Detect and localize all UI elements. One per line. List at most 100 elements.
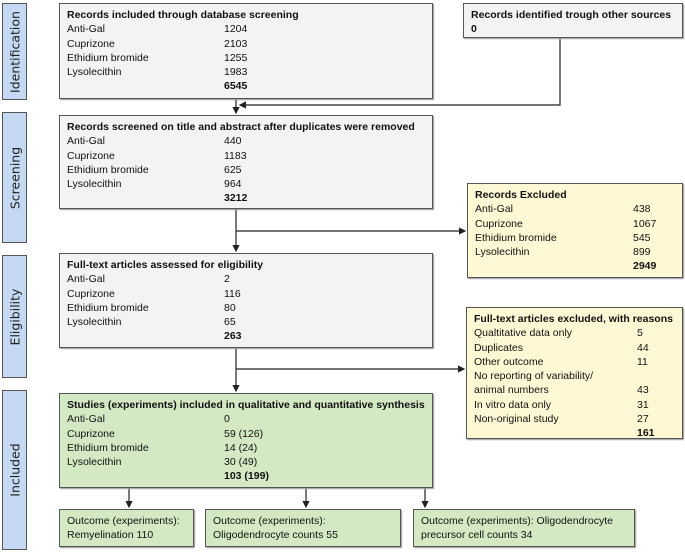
row-value: 1183 [224, 149, 247, 162]
outcome-line: Remyelination 110 [67, 529, 154, 542]
row-label: Lysolecithin [475, 246, 530, 259]
row-value: 65 [224, 316, 236, 329]
outcome-remyelination: Outcome (experiments): Remyelination 110 [59, 509, 194, 547]
data-row: Lysolecithin 964 [67, 177, 425, 191]
row-value: 625 [224, 163, 242, 176]
data-row: Ethidium bromide 1255 [67, 51, 425, 65]
row-value: 1983 [224, 66, 248, 79]
data-row: Ethidium bromide 80 [67, 301, 425, 315]
outcome-line: Outcome (experiments): [213, 515, 326, 527]
row-value: 5 [637, 327, 643, 340]
total-row: 2949 [475, 259, 675, 273]
outcome-line: Oligodendrocyte counts 55 [213, 529, 338, 542]
row-label: Lysolecithin [67, 456, 122, 469]
row-label: Ethidium bromide [67, 163, 149, 176]
data-row: In vitro data only 31 [474, 398, 675, 412]
data-row: Lysolecithin 65 [67, 315, 425, 329]
row-value: 2 [224, 273, 230, 286]
box-title: Records screened on title and abstract a… [67, 121, 415, 133]
data-row: Anti-Gal 1204 [67, 22, 425, 36]
row-label: Anti-Gal [67, 413, 105, 426]
row-label: Anti-Gal [67, 23, 105, 36]
total-value: 6545 [224, 80, 248, 93]
outcome-oligodendrocyte: Outcome (experiments): Oligodendrocyte c… [205, 509, 401, 547]
other-sources-title: Records identified trough other sources [471, 9, 672, 21]
fulltext-excluded-box: Full-text articles excluded, with reason… [466, 307, 683, 439]
row-label: Cuprizone [475, 217, 523, 230]
data-row: animal numbers 43 [474, 383, 675, 397]
stage-identification: Identification [2, 3, 27, 100]
row-label: Ethidium bromide [475, 231, 557, 244]
row-label: Cuprizone [67, 427, 115, 440]
row-label: Cuprizone [67, 149, 115, 162]
total-value: 3212 [224, 192, 248, 205]
row-label: Lysolecithin [67, 66, 122, 79]
row-value: 1204 [224, 23, 248, 36]
row-label: Duplicates [474, 341, 524, 354]
outcome-opc: Outcome (experiments): Oligodendrocyte p… [413, 509, 635, 547]
outcome-line: Outcome (experiments): Oligodendrocyte [421, 515, 613, 527]
row-label: Lysolecithin [67, 316, 122, 329]
row-label: In vitro data only [474, 398, 552, 411]
row-label: Lysolecithin [67, 178, 122, 191]
total-row: 263 [67, 329, 425, 343]
total-value: 263 [224, 330, 242, 343]
data-row: Lysolecithin 899 [475, 245, 675, 259]
row-label: Qualtitative data only [474, 327, 573, 340]
row-value: 31 [637, 398, 649, 411]
screening-box: Records screened on title and abstract a… [59, 115, 433, 209]
row-label: Ethidium bromide [67, 51, 149, 64]
box-title: Records Excluded [475, 189, 567, 201]
total-value: 103 (199) [224, 470, 269, 483]
row-value: 43 [637, 384, 649, 397]
stage-label: Eligibility [7, 288, 22, 345]
data-row: Ethidium bromide 625 [67, 163, 425, 177]
row-label: Anti-Gal [475, 203, 513, 216]
data-row: Cuprizone 116 [67, 287, 425, 301]
row-label: Anti-Gal [67, 273, 105, 286]
other-sources-value: 0 [471, 23, 477, 36]
row-value: 440 [224, 135, 242, 148]
row-value: 545 [633, 231, 651, 244]
data-row: Anti-Gal 0 [67, 412, 425, 426]
row-value: 27 [637, 413, 649, 426]
data-row: Qualtitative data only 5 [474, 326, 675, 340]
row-label: Cuprizone [67, 37, 115, 50]
total-value: 161 [637, 427, 655, 440]
row-label: Other outcome [474, 355, 544, 368]
stage-label: Identification [7, 10, 22, 93]
other-sources-box: Records identified trough other sources … [463, 3, 683, 38]
total-value: 2949 [633, 260, 657, 273]
stage-screening: Screening [2, 112, 27, 243]
data-row: Ethidium bromide 545 [475, 231, 675, 245]
row-value: 59 (126) [224, 427, 264, 440]
row-value: 0 [224, 413, 230, 426]
data-row: Cuprizone 1183 [67, 149, 425, 163]
data-row: Anti-Gal 438 [475, 202, 675, 216]
eligibility-box: Full-text articles assessed for eligibil… [59, 253, 433, 348]
row-label: Cuprizone [67, 287, 115, 300]
row-value: 80 [224, 301, 236, 314]
row-value: 438 [633, 203, 651, 216]
row-value: 1255 [224, 51, 248, 64]
row-label: Ethidium bromide [67, 301, 149, 314]
row-value: 116 [224, 287, 241, 300]
data-row: Lysolecithin 1983 [67, 65, 425, 79]
total-row: 6545 [67, 79, 425, 93]
outcome-line: Outcome (experiments): [67, 515, 180, 527]
data-row: Cuprizone 59 (126) [67, 427, 425, 441]
stage-label: Screening [7, 146, 22, 209]
row-value: 899 [633, 246, 651, 259]
row-value: 964 [224, 178, 242, 191]
box-title: Studies (experiments) included in qualit… [67, 399, 425, 411]
row-label: animal numbers [474, 384, 549, 397]
total-row: 3212 [67, 191, 425, 205]
